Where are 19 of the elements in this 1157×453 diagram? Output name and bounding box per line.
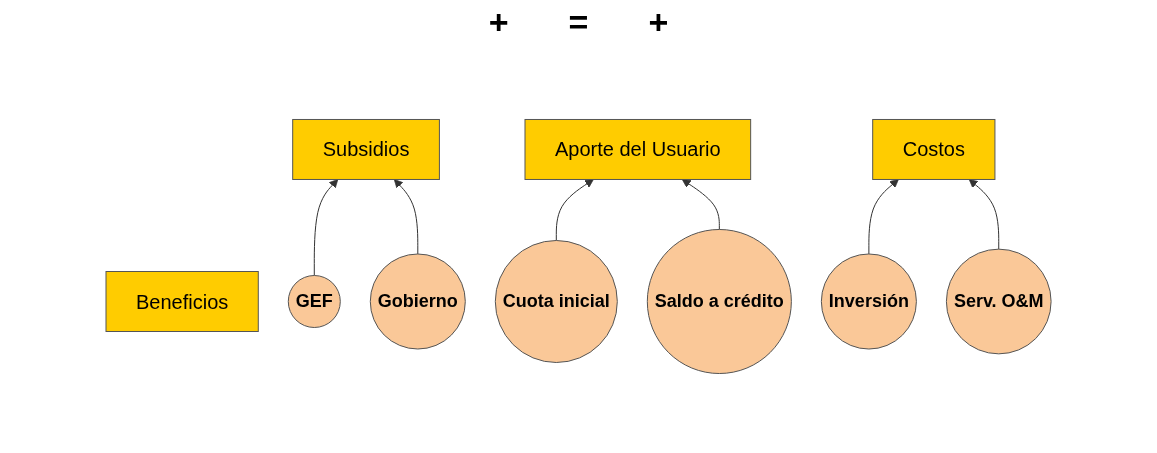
node-circle: Gobierno	[369, 253, 466, 350]
arrow	[555, 179, 594, 241]
arrow	[393, 179, 419, 255]
node-circle: Inversión	[820, 253, 917, 350]
arrow	[968, 179, 1000, 250]
node-circle: Cuota inicial	[494, 240, 618, 363]
node-circle: Serv. O&M	[945, 248, 1052, 355]
operator-sign: +	[648, 2, 669, 42]
node-box: Aporte del Usuario	[524, 119, 752, 180]
arrow	[313, 179, 339, 276]
arrow	[681, 179, 720, 230]
node-box: Beneficios	[105, 271, 259, 332]
node-box: Costos	[872, 119, 996, 180]
arrow	[868, 179, 899, 255]
operator-sign: +	[488, 2, 509, 42]
node-circle: Saldo a crédito	[646, 229, 792, 374]
operator-sign: =	[568, 2, 589, 42]
node-box: Subsidios	[292, 119, 440, 180]
node-circle: GEF	[287, 275, 341, 328]
